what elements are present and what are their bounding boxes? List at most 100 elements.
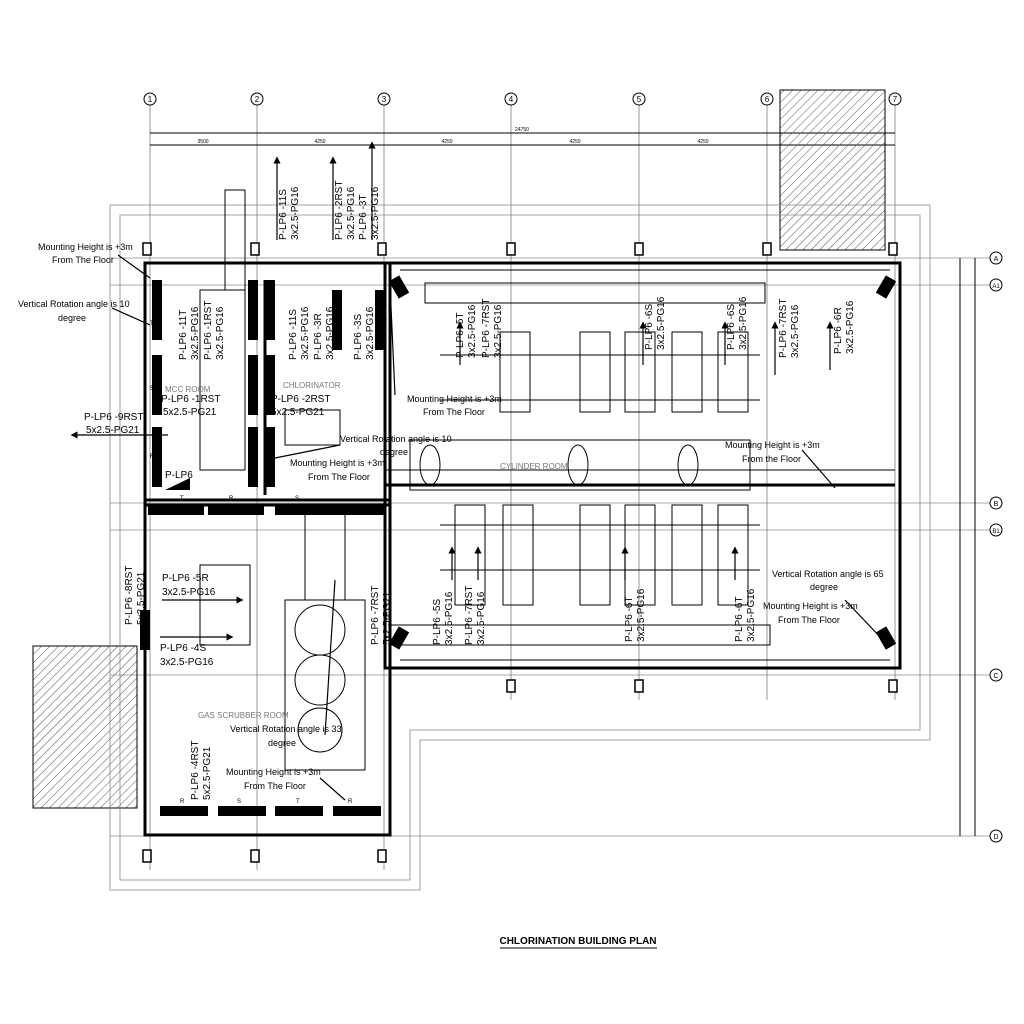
- note-circ-4s: P-LP6 -4S: [160, 643, 206, 654]
- note-mount-3: Mounting Height is +3m: [407, 394, 502, 404]
- vlabel-c1rst-b: 3x2.5-PG16: [215, 306, 226, 360]
- note-circ-9rst-b: 5x2.5-PG21: [86, 425, 140, 436]
- dim-span-1: 3500: [197, 139, 208, 145]
- vlabel-c4rst-b: 5x2.5-PG21: [202, 746, 213, 800]
- grid-row-c: C: [993, 673, 998, 680]
- vlabel-c11t: P-LP6 -11T: [178, 310, 189, 360]
- note-circ-2rst: P-LP6 -2RST: [271, 394, 330, 405]
- vlabel-c7rst-d-b: 3x2.5-PG16: [476, 591, 487, 645]
- note-mount-6: Mounting Height is +3m: [226, 767, 321, 777]
- vlabel-c4rst: P-LP6 -4RST: [190, 741, 201, 800]
- note-mount-5-b: From The Floor: [778, 615, 840, 625]
- luminaires: [140, 275, 897, 816]
- structural-columns: [142, 242, 898, 863]
- vlabel-c7rst-b: 3x2.5-PG16: [493, 304, 504, 358]
- grid-row-a: A: [994, 256, 999, 263]
- vlabel-c11t-b: 3x2.5-PG16: [190, 306, 201, 360]
- note-mount-1-b: From The Floor: [52, 255, 114, 265]
- vlabel-c6r: P-LP6 -6R: [833, 307, 844, 354]
- grid-col-6: 6: [765, 95, 770, 104]
- dim-overall: 24750: [515, 127, 529, 133]
- note-circ-9rst: P-LP6 -9RST: [84, 412, 143, 423]
- room-label-chlorinator: CHLORINATOR: [283, 381, 341, 390]
- note-rot-1: Vertical Rotation angle is 10: [18, 299, 130, 309]
- note-mount-2-b: From The Floor: [308, 472, 370, 482]
- note-mount-1: Mounting Height is +3m: [38, 242, 133, 252]
- grid-row-b1: B1: [992, 529, 1000, 535]
- vlabel-c1rst: P-LP6 -1RST: [203, 301, 214, 360]
- phase-mark-r: R: [348, 799, 353, 805]
- vlabel-c11s-b: 3x2.5-PG16: [290, 186, 301, 240]
- dim-span-5: 4250: [697, 139, 708, 145]
- note-circ-5r-b: 3x2.5-PG16: [162, 587, 216, 598]
- phase-mark-s: S: [237, 799, 241, 805]
- dim-span-4: 4250: [569, 139, 580, 145]
- phase-mark-r: R: [150, 454, 155, 460]
- note-rot-1-b: degree: [58, 313, 86, 323]
- note-rot-2: Vertical Rotation angle is 10: [340, 434, 452, 444]
- phase-mark-t: T: [150, 321, 154, 327]
- vlabel-c6t-b: 3x2.5-PG16: [636, 588, 647, 642]
- vlabel-c7rst-d: P-LP6 -7RST: [464, 586, 475, 645]
- note-mount-6-b: From The Floor: [244, 781, 306, 791]
- vlabel-c2rst: P-LP6 -2RST: [334, 181, 345, 240]
- grid-column-bubbles: 1 2 3 4 5 6 7: [143, 92, 902, 106]
- mcc-room-equipment: [199, 189, 341, 471]
- vlabel-c5s: P-LP6 -5S: [432, 599, 443, 645]
- vlabel-c5t-b: 3x2.5-PG16: [467, 304, 478, 358]
- note-rot-3: Vertical Rotation angle is 65: [772, 569, 884, 579]
- room-label-gas-scrubber: GAS SCRUBBER ROOM: [198, 711, 289, 720]
- note-circ-1rst: P-LP6 -1RST: [161, 394, 220, 405]
- gas-scrubber-equipment: [199, 509, 366, 771]
- phase-mark-t: T: [296, 799, 300, 805]
- grid-col-4: 4: [509, 95, 514, 104]
- grid-col-7: 7: [893, 95, 898, 104]
- vlabel-c7rst-b: P-LP6 -7RST: [778, 299, 789, 358]
- vlabel-c8rst: P-LP6 -8RST: [124, 566, 135, 625]
- grid-col-5: 5: [637, 95, 642, 104]
- room-labels: MCC ROOM CHLORINATOR CYLINDER ROOM GAS S…: [165, 381, 568, 720]
- vlabel-c6t: P-LP6 -6T: [624, 596, 635, 642]
- building-walls: [143, 261, 902, 837]
- note-rot-4: Vertical Rotation angle is 33: [230, 724, 342, 734]
- room-label-cylinder: CYLINDER ROOM: [500, 462, 568, 471]
- vlabel-c7rst-c-b: 5x2.5-PG21: [382, 591, 393, 645]
- vlabel-c6s-top2-b: 3x2.5-PG16: [738, 296, 749, 350]
- note-circ-1rst-b: 5x2.5-PG21: [163, 407, 217, 418]
- vlabel-c11s-b: P-LP6 -11S: [288, 309, 299, 360]
- note-circ-2rst-b: 5x2.5-PG21: [271, 407, 325, 418]
- drawing-title: CHLORINATION BUILDING PLAN: [499, 936, 656, 947]
- grid-lines: [110, 105, 990, 870]
- note-circ-5r: P-LP6 -5R: [162, 573, 209, 584]
- vlabel-c3t-b: 3x2.5-PG16: [370, 186, 381, 240]
- left-hatch-block: [32, 645, 138, 809]
- phase-mark-r: R: [180, 799, 185, 805]
- leader-arrows: [70, 141, 884, 801]
- vlabel-c11s-b2: 3x2.5-PG16: [300, 306, 311, 360]
- annotation-notes: Mounting Height is +3m From The Floor Ve…: [18, 242, 884, 791]
- phase-mark-s: S: [150, 386, 154, 392]
- vlabel-c3t: P-LP6 -3T: [358, 194, 369, 240]
- vlabel-c6t-b: P-LP6 -6T: [734, 596, 745, 642]
- grid-col-3: 3: [382, 95, 387, 104]
- note-mount-5: Mounting Height is +3m: [763, 601, 858, 611]
- note-mount-2: Mounting Height is +3m: [290, 458, 385, 468]
- note-mount-3-b: From The Floor: [423, 407, 485, 417]
- vlabel-c6s-top2: P-LP6 -6S: [726, 304, 737, 350]
- vlabel-c8rst-b: 5x2.5-PG21: [136, 571, 147, 625]
- vlabel-c7rst: P-LP6 -7RST: [481, 299, 492, 358]
- vlabel-c2rst-b: 3x2.5-PG16: [346, 186, 357, 240]
- vlabel-c3r: P-LP6 -3R: [313, 313, 324, 360]
- phase-mark-s: S: [295, 496, 299, 502]
- note-mount-4-b: From the Floor: [742, 454, 801, 464]
- vlabel-c3s: P-LP6 -3S: [353, 314, 364, 360]
- grid-row-d: D: [993, 834, 998, 841]
- vlabel-c6s-top: P-LP6 -6S: [644, 304, 655, 350]
- vlabel-c6t-b2: 3x2.5-PG16: [746, 588, 757, 642]
- note-mount-4: Mounting Height is +3m: [725, 440, 820, 450]
- vlabel-c6s-top-b: 3x2.5-PG16: [656, 296, 667, 350]
- grid-row-bubbles: A A1 B B1 C D: [989, 251, 1003, 843]
- dim-span-3: 4250: [441, 139, 452, 145]
- grid-row-a1: A1: [992, 284, 1000, 290]
